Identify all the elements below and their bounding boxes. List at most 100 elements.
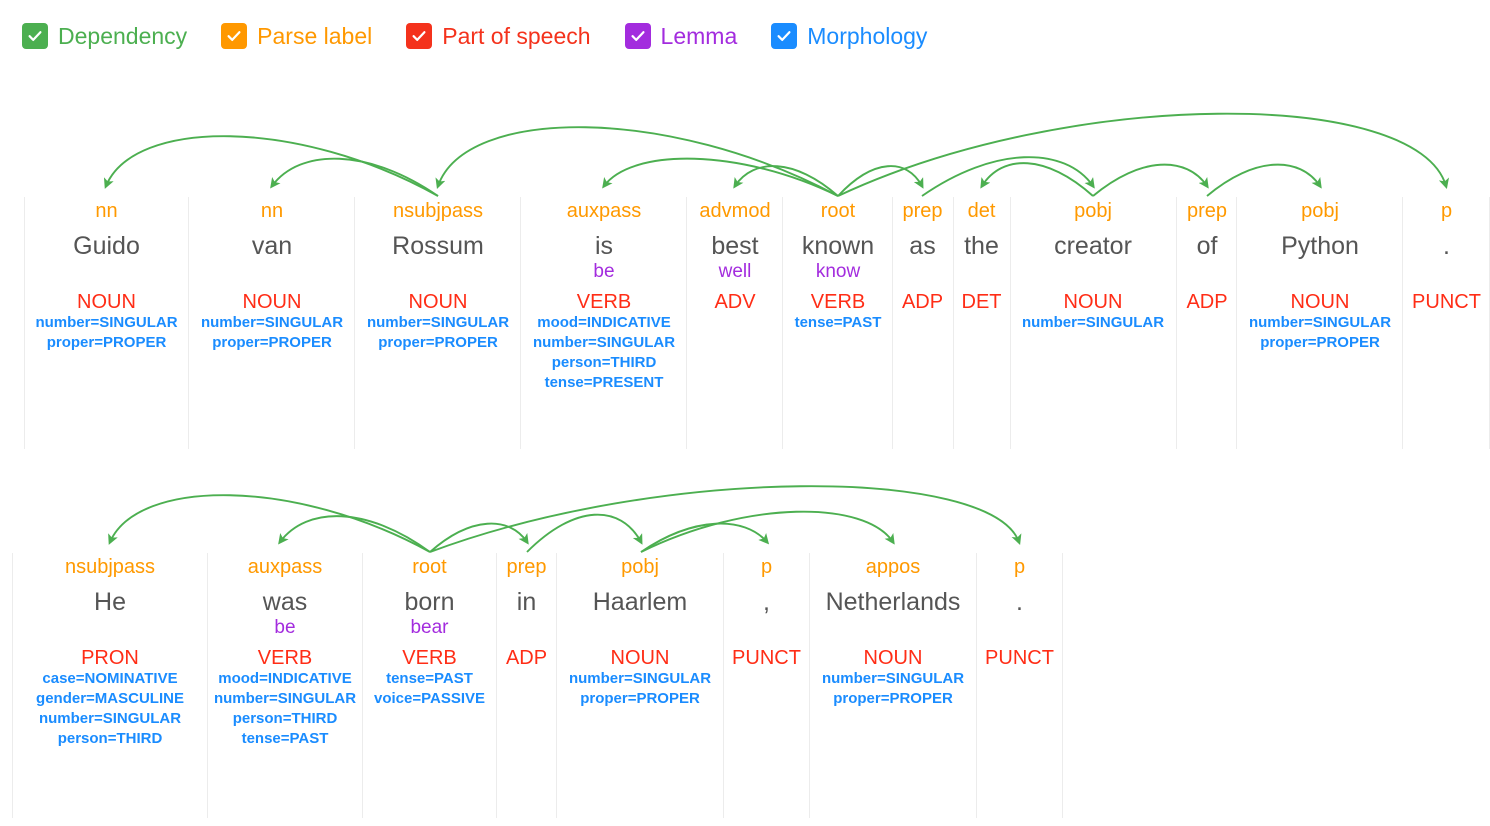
token-word: creator [1054, 232, 1132, 260]
token-morphology: case=NOMINATIVE [42, 670, 178, 687]
dependency-arc-nn [270, 157, 439, 197]
token-part-of-speech: NOUN [77, 291, 136, 313]
token-parse-label: nsubjpass [392, 200, 484, 222]
token-part-of-speech: VERB [257, 647, 313, 669]
token-morphology: proper=PROPER [833, 690, 953, 707]
token-parse-label: prep [902, 200, 943, 222]
token-lemma [190, 261, 354, 283]
checkbox-checked-icon[interactable] [624, 23, 651, 49]
token-parse-label: pobj [1301, 200, 1339, 222]
token-part-of-speech: NOUN [1290, 291, 1350, 313]
token-lemma [497, 617, 556, 639]
dependency-arc-prep [837, 165, 924, 197]
token-column[interactable]: p, PUNCT [724, 553, 810, 818]
token-morphology: proper=PROPER [378, 334, 498, 351]
token-word: . [1443, 232, 1450, 260]
dependency-arc-p [837, 112, 1449, 197]
dependency-arc-auxpass [602, 157, 839, 197]
token-morphology: tense=PRESENT [544, 374, 664, 391]
token-word: is [594, 232, 614, 260]
token-morphology: voice=PASSIVE [373, 690, 486, 707]
legend-toggle-lemma[interactable]: Lemma [624, 23, 738, 49]
token-word: Rossum [392, 232, 484, 260]
token-part-of-speech: VERB [576, 291, 632, 313]
token-lemma [953, 261, 1010, 283]
token-morphology: number=SINGULAR [35, 314, 178, 331]
legend-toggle-part-of-speech[interactable]: Part of speech [406, 23, 591, 49]
token-part-of-speech: ADP [901, 291, 944, 313]
token-word: best [711, 232, 759, 260]
token-lemma: be [593, 261, 615, 282]
token-part-of-speech: ADP [505, 647, 548, 669]
token-parse-label: p [760, 556, 773, 578]
token-parse-label: pobj [1074, 200, 1112, 222]
token-part-of-speech: ADP [1186, 291, 1228, 313]
dependency-arc-pobj [526, 513, 643, 553]
token-column[interactable]: p. PUNCT [1404, 197, 1490, 449]
token-part-of-speech: VERB [810, 291, 866, 313]
token-morphology: number=SINGULAR [213, 690, 357, 707]
token-morphology: tense=PAST [241, 730, 329, 747]
token-parse-label: auxpass [247, 556, 323, 578]
legend-toggle-dependency[interactable]: Dependency [22, 23, 187, 49]
legend-label: Morphology [807, 23, 928, 49]
token-lemma [13, 617, 207, 639]
token-part-of-speech: NOUN [408, 291, 468, 313]
token-parse-label: nn [260, 200, 284, 222]
token-word: Python [1281, 232, 1359, 260]
dependency-arc-appos [640, 510, 895, 553]
token-parse-label: advmod [699, 200, 771, 222]
token-column[interactable]: prep as ADP [892, 197, 954, 449]
token-column[interactable]: p. PUNCT [977, 553, 1063, 818]
legend-toggle-parse-label[interactable]: Parse label [221, 23, 372, 49]
token-word: the [964, 232, 999, 260]
checkbox-checked-icon[interactable] [406, 23, 433, 49]
token-part-of-speech: VERB [402, 647, 457, 669]
token-word: was [262, 588, 308, 616]
token-parse-label: root [412, 556, 447, 578]
token-part-of-speech: DET [961, 291, 1002, 313]
legend-label: Lemma [660, 23, 738, 49]
dependency-arc-prep [1092, 163, 1209, 197]
dependency-arc-p [640, 522, 770, 553]
checkbox-checked-icon[interactable] [221, 23, 248, 49]
token-lemma [1238, 261, 1402, 283]
token-morphology: number=SINGULAR [1021, 314, 1165, 331]
token-part-of-speech: NOUN [610, 647, 670, 669]
token-morphology: proper=PROPER [212, 334, 332, 351]
dependency-arc-auxpass [278, 515, 431, 553]
legend-label: Dependency [58, 23, 188, 49]
token-lemma [356, 261, 520, 283]
token-word: as [909, 232, 936, 260]
token-morphology: person=THIRD [232, 710, 338, 727]
token-morphology: tense=PAST [794, 314, 882, 331]
token-lemma [25, 261, 188, 283]
token-parse-label: prep [506, 556, 547, 578]
legend-toggle-morphology[interactable]: Morphology [771, 23, 927, 49]
checkbox-checked-icon[interactable] [22, 23, 48, 49]
checkbox-checked-icon[interactable] [771, 23, 798, 49]
token-morphology: number=SINGULAR [200, 314, 344, 331]
dependency-arc-pobj [1206, 163, 1322, 197]
token-parse-label: pobj [621, 556, 659, 578]
legend-label: Parse label [257, 23, 373, 49]
dependency-arc-p [429, 485, 1022, 553]
token-morphology: mood=INDICATIVE [537, 314, 671, 331]
dependency-arc-advmod [733, 165, 839, 197]
